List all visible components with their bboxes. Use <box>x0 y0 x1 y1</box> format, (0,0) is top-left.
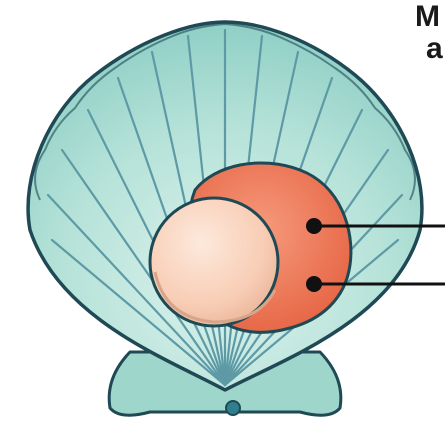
title-label-line-2: a <box>426 34 443 64</box>
title-label-line-1: M <box>415 2 440 32</box>
callout-dot-1 <box>306 218 322 234</box>
adductor-muscle <box>150 198 278 326</box>
callout-dot-2 <box>306 276 322 292</box>
shell-hinge-hole <box>226 401 240 415</box>
